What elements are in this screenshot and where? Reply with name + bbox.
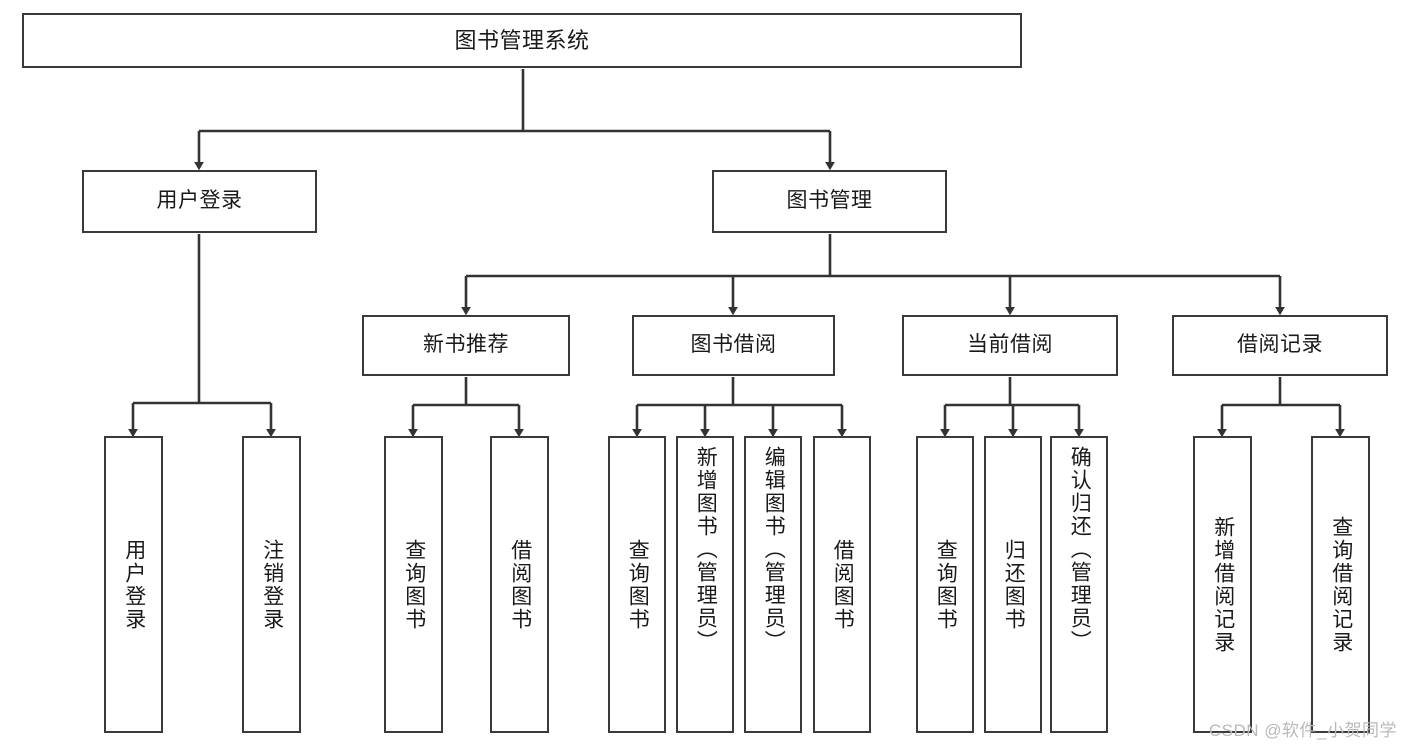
leaf-query-book-recommendation[interactable]: 查询图书 (384, 436, 443, 733)
leaf-query-book-current[interactable]: 查询图书 (916, 436, 974, 733)
leaf-query-borrow-record[interactable]: 查询借阅记录 (1311, 436, 1370, 733)
node-label: 图书借阅 (690, 333, 777, 357)
leaf-add-borrow-record[interactable]: 新增借阅记录 (1193, 436, 1252, 733)
leaf-user-logout[interactable]: 注销登录 (242, 436, 301, 733)
node-label: 查询图书 (626, 538, 650, 631)
leaf-confirm-return-admin[interactable]: 确认归还（管理员） (1050, 436, 1108, 733)
node-label: 用户登录 (156, 189, 243, 213)
leaf-borrow-book-recommendation[interactable]: 借阅图书 (490, 436, 549, 733)
leaf-query-book-borrow[interactable]: 查询图书 (608, 436, 666, 733)
node-book-borrow[interactable]: 图书借阅 (632, 315, 835, 376)
node-label: 图书管理 (786, 189, 873, 213)
node-label: 用户登录 (122, 538, 146, 631)
node-label: 新增图书（管理员） (694, 446, 718, 653)
leaf-return-book[interactable]: 归还图书 (984, 436, 1042, 733)
node-label: 当前借阅 (967, 333, 1053, 357)
leaf-borrow-book[interactable]: 借阅图书 (813, 436, 871, 733)
node-label: 查询图书 (402, 538, 426, 631)
leaf-edit-book-admin[interactable]: 编辑图书（管理员） (744, 436, 802, 733)
node-label: 图书管理系统 (454, 27, 590, 53)
leaf-user-login[interactable]: 用户登录 (104, 436, 163, 733)
node-label: 新书推荐 (423, 333, 509, 357)
node-root-book-management-system[interactable]: 图书管理系统 (22, 13, 1022, 68)
node-label: 查询借阅记录 (1329, 515, 1353, 654)
leaf-add-book-admin[interactable]: 新增图书（管理员） (676, 436, 734, 733)
node-new-book-recommendation[interactable]: 新书推荐 (362, 315, 570, 376)
node-borrow-record[interactable]: 借阅记录 (1172, 315, 1388, 376)
node-label: 注销登录 (260, 538, 284, 631)
node-user-login[interactable]: 用户登录 (82, 170, 317, 233)
node-label: 编辑图书（管理员） (762, 446, 786, 653)
node-label: 归还图书 (1002, 538, 1026, 631)
node-label: 查询图书 (934, 538, 958, 631)
node-label: 借阅图书 (508, 538, 532, 631)
csdn-watermark: CSDN @软件_小贺同学 (1208, 721, 1397, 740)
node-book-management[interactable]: 图书管理 (712, 170, 947, 233)
node-label: 确认归还（管理员） (1068, 446, 1092, 653)
node-label: 借阅记录 (1237, 333, 1323, 357)
node-current-borrow[interactable]: 当前借阅 (902, 315, 1118, 376)
node-label: 新增借阅记录 (1211, 515, 1235, 654)
node-label: 借阅图书 (831, 538, 855, 631)
